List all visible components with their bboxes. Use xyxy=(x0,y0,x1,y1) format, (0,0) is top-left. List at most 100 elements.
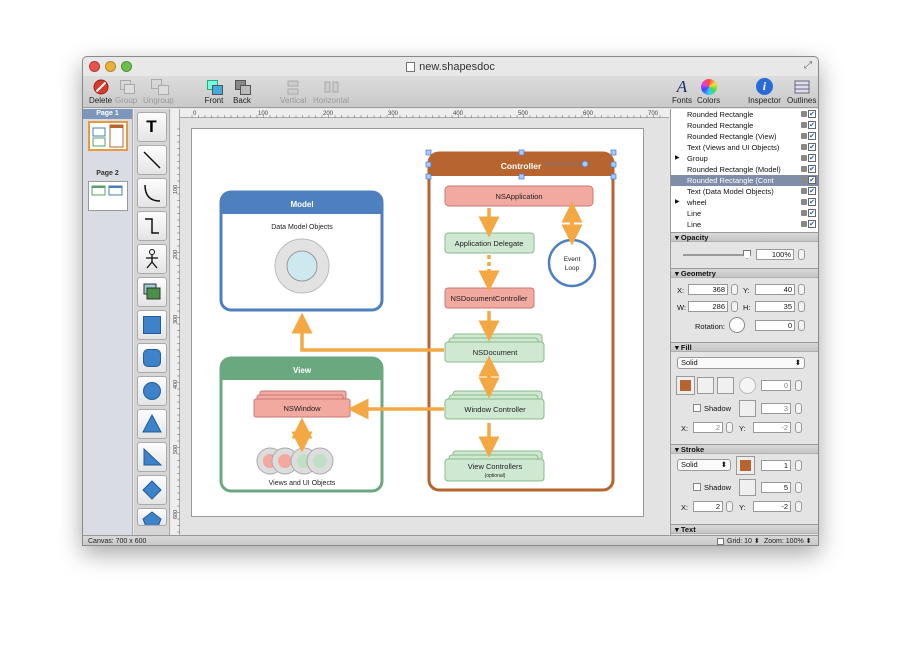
fill-y-stepper[interactable] xyxy=(795,422,802,433)
triangle-tool[interactable] xyxy=(136,409,167,439)
outline-row[interactable]: ▶wheel✔ xyxy=(671,197,818,208)
page-2-thumbnail[interactable] xyxy=(87,181,128,211)
curve-tool[interactable] xyxy=(136,178,167,208)
disclosure-triangle-icon[interactable]: ▶ xyxy=(675,155,680,161)
fill-image-well[interactable] xyxy=(717,377,734,394)
fill-x-stepper[interactable] xyxy=(726,422,733,433)
stroke-shadow-blur-stepper[interactable] xyxy=(795,482,802,493)
outline-row[interactable]: Rounded Rectangle✔ xyxy=(671,109,818,120)
right-triangle-tool[interactable] xyxy=(136,442,167,472)
fill-shadow-blur-field[interactable]: 3 xyxy=(761,403,791,414)
outline-row[interactable]: Rounded Rectangle✔ xyxy=(671,120,818,131)
opacity-slider-knob[interactable] xyxy=(743,250,751,259)
fill-angle-dial[interactable] xyxy=(739,377,756,394)
stroke-shadow-color-well[interactable] xyxy=(739,479,756,496)
image-tool[interactable] xyxy=(136,277,167,307)
h-field[interactable]: 35 xyxy=(755,301,795,312)
visibility-checkbox[interactable]: ✔ xyxy=(808,165,816,173)
connector-arrows[interactable] xyxy=(291,201,583,458)
fill-color-well[interactable] xyxy=(676,376,695,395)
lock-icon[interactable] xyxy=(801,122,807,128)
outlines-button[interactable]: Outlines xyxy=(787,77,816,105)
lock-icon[interactable] xyxy=(801,133,807,139)
lock-icon[interactable] xyxy=(801,199,807,205)
stroke-width-stepper[interactable] xyxy=(795,460,802,471)
zoom-select[interactable]: Zoom: 100% ⬍ xyxy=(764,538,812,545)
fill-shadow-blur-stepper[interactable] xyxy=(795,403,802,414)
fill-opacity-stepper[interactable] xyxy=(795,380,802,391)
visibility-checkbox[interactable]: ✔ xyxy=(808,132,816,140)
lock-icon[interactable] xyxy=(801,221,807,227)
fullscreen-icon[interactable]: ⤢ xyxy=(804,60,812,71)
stroke-y-stepper[interactable] xyxy=(795,501,802,512)
zoom-window-button[interactable] xyxy=(121,61,132,72)
outline-row[interactable]: Text (Views and UI Objects)✔ xyxy=(671,142,818,153)
view-box[interactable]: View NSWindow Views and UI Objects xyxy=(219,356,384,493)
visibility-checkbox[interactable]: ✔ xyxy=(808,198,816,206)
rotation-dial[interactable] xyxy=(729,317,745,333)
geometry-section-header[interactable]: ▾ Geometry xyxy=(671,268,818,278)
outline-row[interactable]: Text (Data Model Objects)✔ xyxy=(671,186,818,197)
fill-y-field[interactable]: -2 xyxy=(753,422,791,433)
elbow-line-tool[interactable] xyxy=(136,211,167,241)
ungroup-button[interactable]: Ungroup xyxy=(143,77,174,105)
opacity-section-header[interactable]: ▾ Opacity xyxy=(671,232,818,242)
outline-list[interactable]: Rounded Rectangle✔Rounded Rectangle✔Roun… xyxy=(671,109,818,232)
line-tool[interactable] xyxy=(136,145,167,175)
stroke-shadow-blur-field[interactable]: 5 xyxy=(761,482,791,493)
delete-button[interactable]: Delete xyxy=(89,77,112,105)
outline-row[interactable]: Line✔ xyxy=(671,208,818,219)
rotation-stepper[interactable] xyxy=(798,320,805,331)
stroke-type-select[interactable]: Solid⬍ xyxy=(677,459,731,471)
page-2-label[interactable]: Page 2 xyxy=(96,170,119,177)
selection-handles[interactable] xyxy=(425,149,617,180)
opacity-field[interactable]: 100% xyxy=(756,249,794,260)
outline-row[interactable]: Line✔ xyxy=(671,219,818,230)
fill-opacity-field[interactable]: 0 xyxy=(761,380,791,391)
x-stepper[interactable] xyxy=(731,284,738,295)
minimize-window-button[interactable] xyxy=(105,61,116,72)
horizontal-button[interactable]: Horizontal xyxy=(313,77,349,105)
text-section-header[interactable]: ▾ Text xyxy=(671,524,818,534)
canvas-page[interactable]: Model Data Model Objects View NSWindow V… xyxy=(191,128,644,517)
oval-tool[interactable] xyxy=(136,376,167,406)
lock-icon[interactable] xyxy=(801,177,807,183)
fill-shadow-color-well[interactable] xyxy=(739,400,756,417)
visibility-checkbox[interactable]: ✔ xyxy=(808,121,816,129)
vertical-button[interactable]: Vertical xyxy=(280,77,306,105)
y-field[interactable]: 40 xyxy=(755,284,795,295)
disclosure-triangle-icon[interactable]: ▶ xyxy=(675,199,680,205)
outline-row[interactable]: Rounded Rectangle (Model)✔ xyxy=(671,164,818,175)
y-stepper[interactable] xyxy=(798,284,805,295)
inspector-button[interactable]: i Inspector xyxy=(748,77,781,105)
stroke-x-stepper[interactable] xyxy=(726,501,733,512)
visibility-checkbox[interactable]: ✔ xyxy=(808,143,816,151)
visibility-checkbox[interactable]: ✔ xyxy=(808,176,816,184)
outline-row[interactable]: Rounded Rectangle (Cont✔ xyxy=(671,175,818,186)
opacity-slider-track[interactable] xyxy=(683,254,749,256)
stroke-width-field[interactable]: 1 xyxy=(761,460,791,471)
lock-icon[interactable] xyxy=(801,155,807,161)
page-1-thumbnail[interactable] xyxy=(87,121,128,151)
lock-icon[interactable] xyxy=(801,188,807,194)
stroke-section-header[interactable]: ▾ Stroke xyxy=(671,444,818,454)
close-window-button[interactable] xyxy=(89,61,100,72)
group-button[interactable]: Group xyxy=(115,77,137,105)
stroke-shadow-checkbox[interactable] xyxy=(693,483,701,491)
diamond-tool[interactable] xyxy=(136,475,167,505)
colors-button[interactable]: Colors xyxy=(697,77,720,105)
front-button[interactable]: Front xyxy=(203,77,225,105)
opacity-stepper[interactable] xyxy=(798,249,805,260)
controller-box[interactable]: Controller NSApplication Application Del… xyxy=(425,149,617,492)
back-button[interactable]: Back xyxy=(231,77,253,105)
rotation-field[interactable]: 0 xyxy=(755,320,795,331)
fill-type-select[interactable]: Solid⬍ xyxy=(677,357,805,369)
rounded-rectangle-tool[interactable] xyxy=(136,343,167,373)
visibility-checkbox[interactable]: ✔ xyxy=(808,187,816,195)
stick-figure-tool[interactable] xyxy=(136,244,167,274)
fonts-button[interactable]: A Fonts xyxy=(671,77,693,106)
fill-shadow-checkbox[interactable] xyxy=(693,404,701,412)
outline-row[interactable]: Rounded Rectangle (View)✔ xyxy=(671,131,818,142)
grid-checkbox[interactable] xyxy=(717,538,724,545)
h-stepper[interactable] xyxy=(798,301,805,312)
